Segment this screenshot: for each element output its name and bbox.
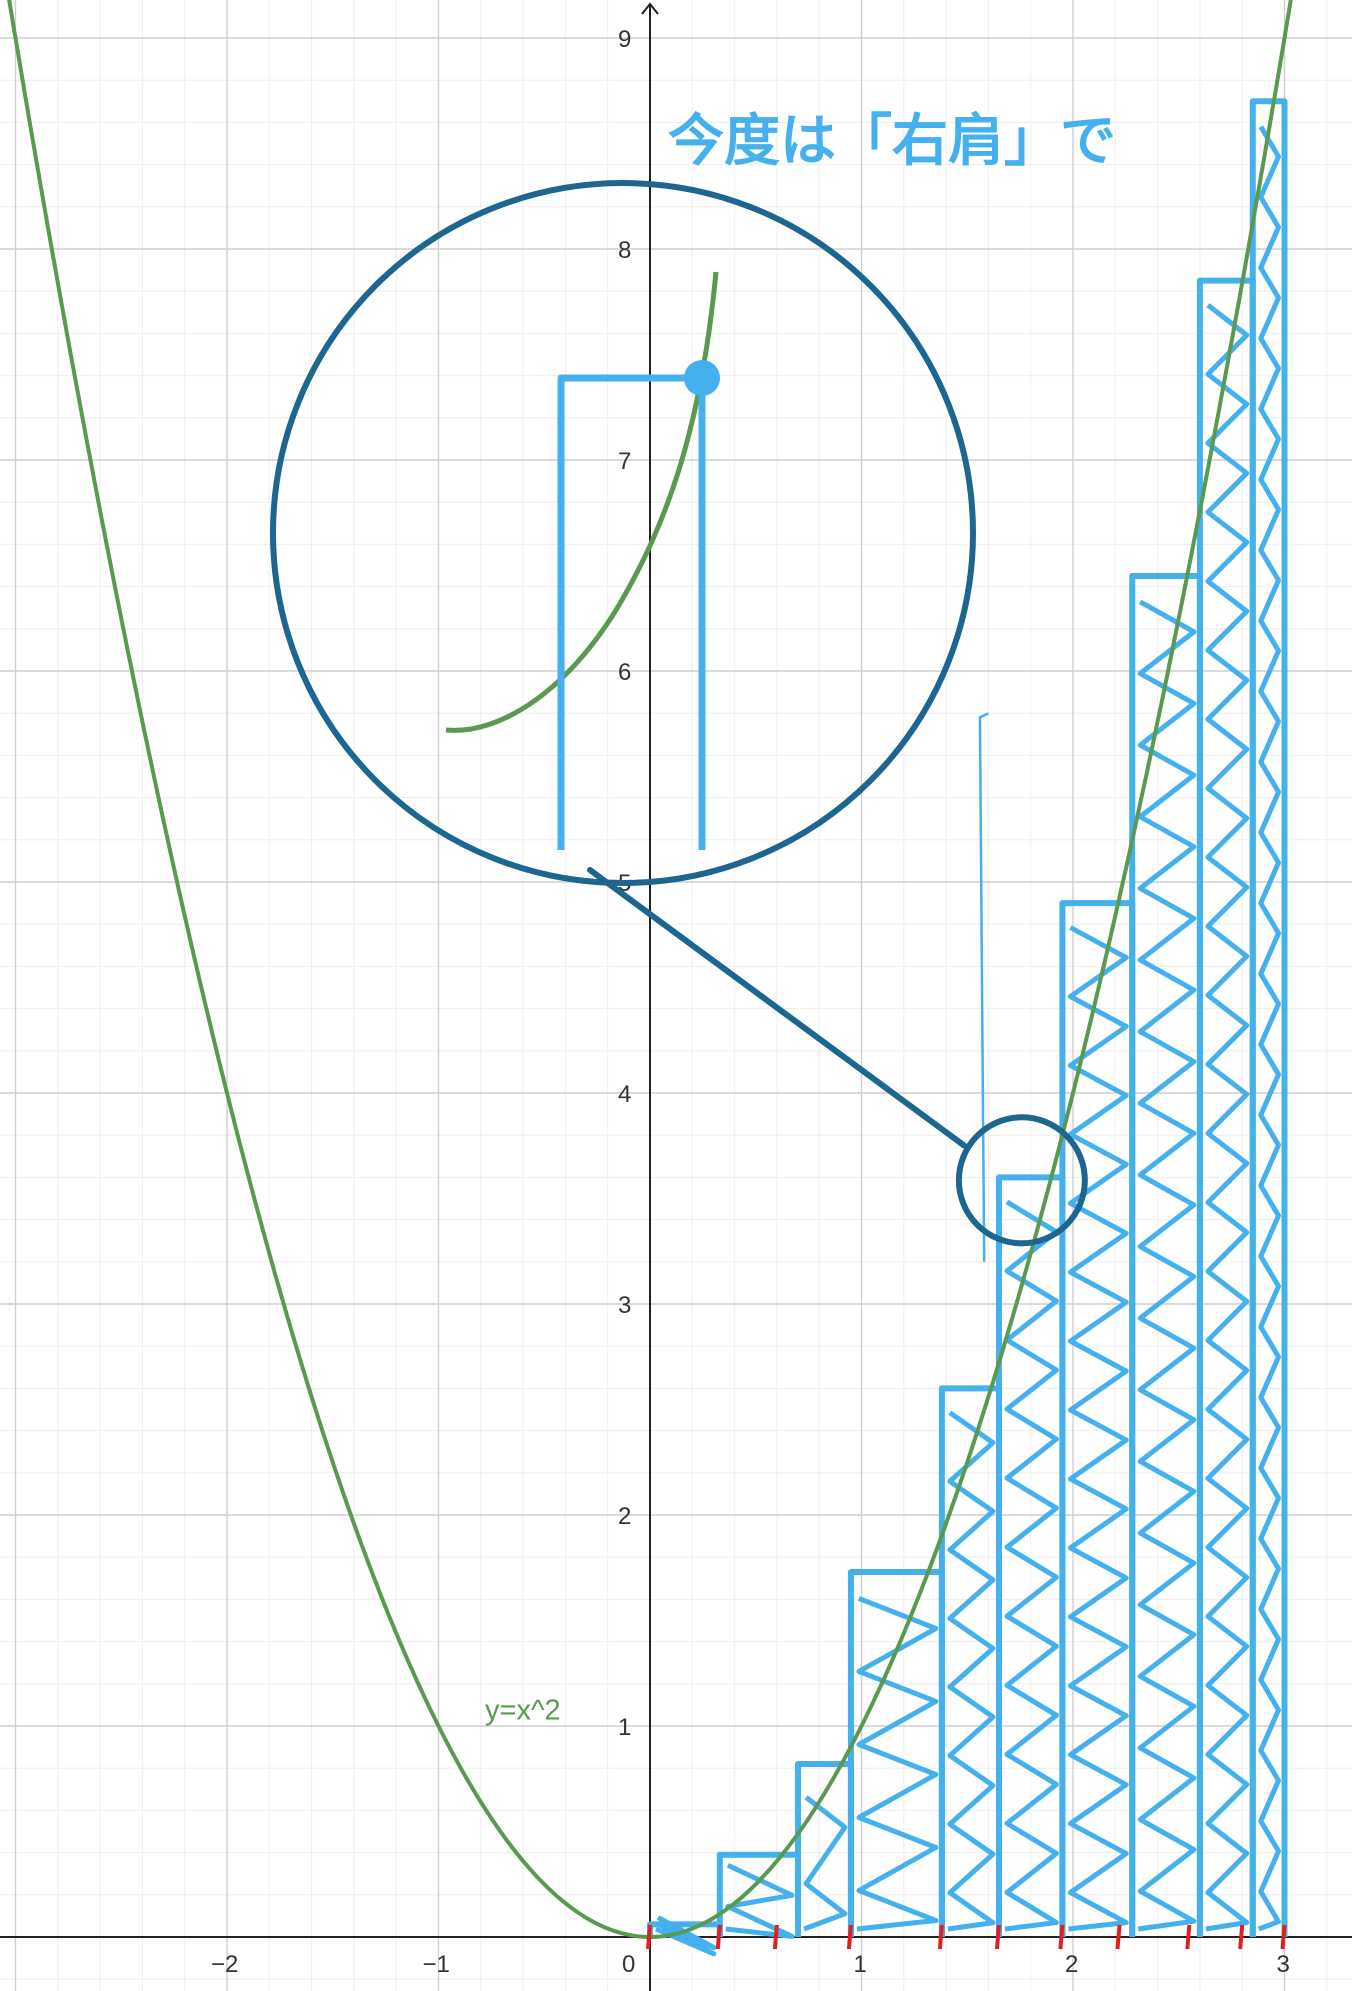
right-endpoint-dot: [684, 360, 720, 396]
partition-mark: [1185, 1924, 1192, 1950]
y-tick-label: 3: [618, 1292, 631, 1319]
riemann-rectangle: [1249, 98, 1288, 1937]
y-axis-arrow-icon: [641, 2, 659, 15]
partition-mark: [772, 1924, 779, 1950]
large-magnifier-circle: [270, 180, 976, 886]
sketch-stroke: [978, 712, 989, 1262]
partition-mark: [1238, 1924, 1245, 1950]
zoomed-rectangle: [557, 374, 706, 850]
x-tick-label: 3: [1277, 1951, 1290, 1978]
rectangle-hatch: [1067, 925, 1129, 1932]
y-tick-label: 4: [618, 1081, 631, 1108]
partition-mark: [846, 1924, 853, 1950]
partition-mark: [937, 1924, 944, 1950]
rectangle-hatch: [856, 1596, 939, 1932]
x-tick-label: 0: [622, 1951, 635, 1978]
handwritten-note: 今度は「右肩」で: [668, 109, 1116, 174]
small-magnifier-circle: [955, 1114, 1088, 1247]
rectangle-hatch: [1257, 125, 1281, 1932]
x-tick-label: 1: [854, 1951, 867, 1978]
partition-mark: [1058, 1924, 1065, 1950]
partition-mark: [646, 1924, 652, 1950]
rectangle-hatch: [1137, 599, 1197, 1932]
rectangle-hatch: [655, 1915, 717, 1957]
partition-mark: [1115, 1924, 1122, 1950]
x-tick-label: −1: [423, 1951, 450, 1978]
y-tick-label: 2: [618, 1503, 631, 1530]
riemann-rectangles: [647, 98, 1288, 1957]
zoomed-curve: [445, 271, 719, 733]
rectangle-hatch: [947, 1410, 996, 1932]
rectangle-hatch: [803, 1795, 848, 1932]
y-tick-label: 8: [618, 237, 631, 264]
y-tick-label: 1: [618, 1714, 631, 1741]
function-label: y=x^2: [485, 1695, 561, 1727]
rectangle-hatch: [1004, 1199, 1059, 1932]
y-tick-label: 7: [618, 448, 631, 475]
y-tick-label: 6: [618, 659, 631, 686]
x-tick-label: 2: [1065, 1951, 1078, 1978]
partition-mark: [994, 1924, 1001, 1950]
partition-mark: [715, 1924, 722, 1950]
partition-marks: [646, 1924, 1287, 1950]
partition-mark: [1280, 1924, 1287, 1950]
x-tick-label: −2: [211, 1951, 238, 1978]
magnifier-callout: [270, 180, 1088, 1247]
y-tick-label: 9: [618, 26, 631, 53]
rectangle-hatch: [1205, 303, 1250, 1932]
magnifier-connector: [587, 867, 967, 1149]
